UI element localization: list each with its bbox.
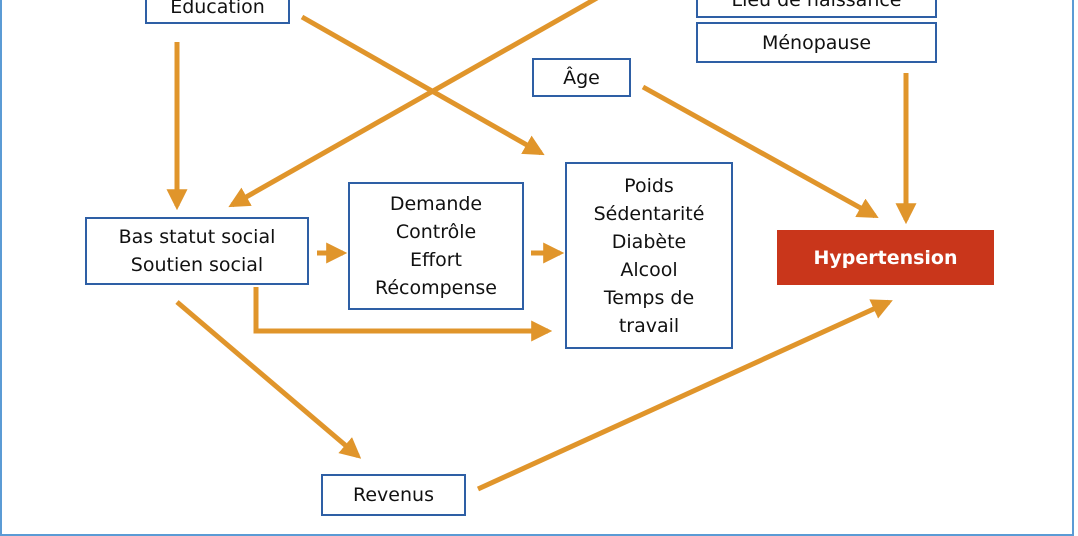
node-revenus-line: Revenus — [353, 484, 434, 506]
arrow-statut-to-poids — [253, 287, 553, 342]
arrows-layer — [166, 0, 917, 492]
node-demande-line-3: Effort — [410, 249, 462, 271]
node-poids-facteurs: Poids Sédentarité Diabète Alcool Temps d… — [565, 162, 733, 349]
node-menopause: Ménopause — [696, 22, 937, 63]
arrow-revenus-to-hypertension — [476, 299, 893, 492]
node-statut-line-1: Bas statut social — [118, 226, 276, 248]
node-education: Education — [145, 0, 290, 24]
node-lieu-line: Lieu de naissance — [731, 0, 902, 11]
node-poids-line-6: travail — [618, 314, 680, 337]
node-hypertension-line: Hypertension — [813, 246, 958, 269]
arrow-age-to-hypertension — [641, 84, 879, 219]
arrow-offscreen-to-statut — [228, 0, 599, 208]
node-poids-line-1: Poids — [624, 174, 674, 197]
node-poids-line-5: Temps de — [603, 286, 695, 309]
arrow-statut-to-revenus — [175, 300, 362, 459]
node-hypertension: Hypertension — [777, 230, 994, 285]
node-demande-line-4: Récompense — [375, 277, 497, 299]
node-lieu-de-naissance: Lieu de naissance — [696, 0, 937, 18]
node-poids-line-4: Alcool — [620, 258, 678, 281]
node-menopause-line: Ménopause — [761, 31, 872, 54]
arrow-education-to-poids — [300, 14, 545, 156]
node-demande-line-2: Contrôle — [395, 221, 477, 243]
node-age: Âge — [532, 58, 631, 97]
node-poids-line-3: Diabète — [611, 230, 687, 253]
node-demande-controle: Demande Contrôle Effort Récompense — [348, 182, 524, 310]
node-education-line: Education — [170, 0, 265, 18]
node-age-line: Âge — [563, 66, 600, 89]
node-revenus: Revenus — [321, 474, 466, 516]
node-poids-line-2: Sédentarité — [593, 202, 705, 225]
node-statut-social: Bas statut social Soutien social — [85, 217, 309, 285]
node-statut-line-2: Soutien social — [130, 254, 264, 276]
node-demande-line-1: Demande — [389, 193, 483, 215]
